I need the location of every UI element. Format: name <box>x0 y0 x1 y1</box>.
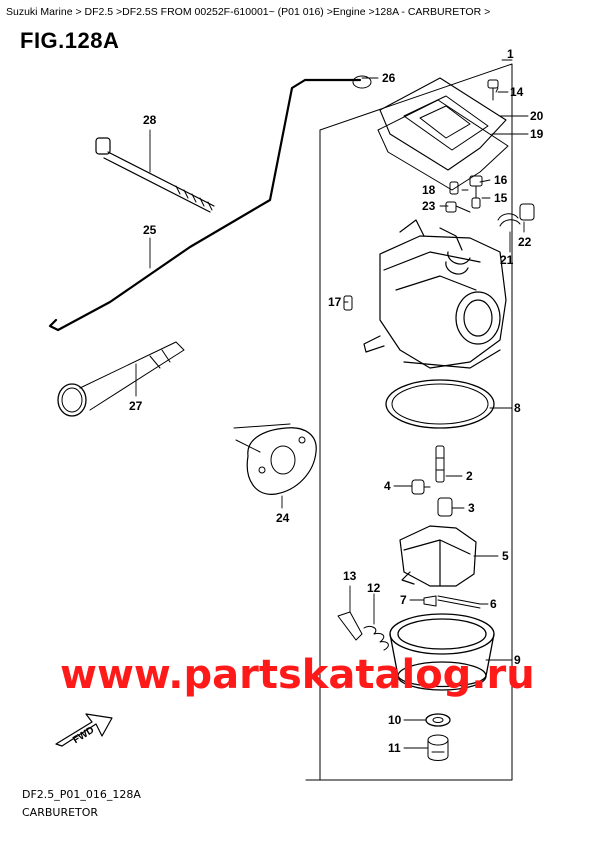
callout-23: 23 <box>422 199 436 213</box>
callout-24: 24 <box>276 511 290 525</box>
callout-12: 12 <box>367 581 381 595</box>
needle-valve-7 <box>423 595 437 607</box>
callout-28: 28 <box>143 113 157 127</box>
choke-knob-27 <box>57 341 185 417</box>
callout-6: 6 <box>490 597 497 611</box>
float-5 <box>399 525 477 587</box>
gasket-plate-19 <box>377 99 509 191</box>
callout-5: 5 <box>502 549 509 563</box>
callout-2: 2 <box>466 469 473 483</box>
callout-25: 25 <box>143 223 157 237</box>
figure-name: CARBURETOR <box>22 806 99 819</box>
callout-26: 26 <box>382 71 396 85</box>
callout-18: 18 <box>422 183 436 197</box>
callout-3: 3 <box>468 501 475 515</box>
main-jet-2 <box>435 445 445 483</box>
callout-17: 17 <box>328 295 342 309</box>
screw-13 <box>337 611 363 641</box>
callout-14: 14 <box>510 85 524 99</box>
bolt-28 <box>95 137 215 213</box>
leader-lines <box>135 59 529 749</box>
callout-16: 16 <box>494 173 508 187</box>
float-bowl-9 <box>389 613 495 691</box>
spring-12 <box>363 625 389 651</box>
fwd-label: FWD <box>71 725 96 746</box>
callout-numbers: 1 2 3 4 5 6 7 8 9 10 11 12 13 14 15 16 1… <box>71 47 544 755</box>
callout-7: 7 <box>400 593 407 607</box>
float-pin-6 <box>437 595 481 609</box>
fwd-arrow-icon <box>55 713 113 747</box>
callout-1: 1 <box>507 47 514 61</box>
watermark: www.partskatalog.ru <box>60 652 535 698</box>
callout-19: 19 <box>530 127 544 141</box>
callout-15: 15 <box>494 191 508 205</box>
callout-13: 13 <box>343 569 357 583</box>
callout-21: 21 <box>500 253 514 267</box>
figure-title: FIG.128A <box>20 28 120 53</box>
callout-10: 10 <box>388 713 402 727</box>
nozzle-3 <box>437 497 453 517</box>
callout-8: 8 <box>514 401 521 415</box>
callout-27: 27 <box>129 399 143 413</box>
gasket-24 <box>233 423 317 495</box>
callout-22: 22 <box>518 235 532 249</box>
throttle-rod <box>48 78 362 332</box>
callout-9: 9 <box>514 653 521 667</box>
gasket-plate-20 <box>379 77 507 171</box>
callout-11: 11 <box>388 741 401 755</box>
o-ring-8 <box>385 379 495 429</box>
callout-20: 20 <box>530 109 544 123</box>
small-parts-upper <box>343 75 535 311</box>
callout-4: 4 <box>384 479 391 493</box>
drain-plug-11 <box>427 734 449 761</box>
figure-code: DF2.5_P01_016_128A <box>22 788 141 801</box>
breadcrumb[interactable]: Suzuki Marine > DF2.5 >DF2.5S FROM 00252… <box>6 6 491 18</box>
carburetor-body <box>363 219 507 369</box>
pilot-jet-4 <box>411 479 431 495</box>
washer-10 <box>425 713 451 727</box>
